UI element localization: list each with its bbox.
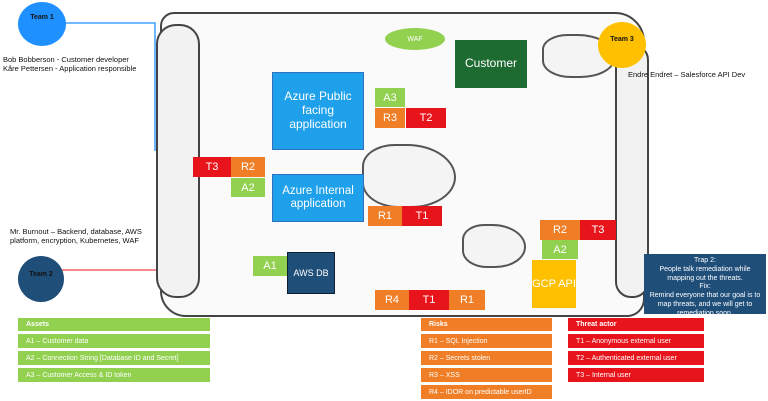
tag-label: T1 (415, 210, 429, 222)
trap-line: mapping out the threats. (667, 274, 743, 282)
gcp-api-component: GCP API (532, 260, 576, 308)
tag-a2: A2 (542, 240, 578, 259)
threats-legend-title: Threat actor (568, 318, 704, 331)
team2-member: platform, encryption, Kubernetes, WAF (10, 236, 139, 245)
assets-legend-item: A1 – Customer data (18, 334, 210, 348)
tag-r1: R1 (368, 206, 402, 226)
trap-line: remediation soon. (677, 309, 733, 317)
azure-internal-component: Azure Internal application (272, 174, 364, 222)
risks-legend-item: R1 – SQL Injection (421, 334, 552, 348)
tag-r4: R4 (375, 290, 409, 310)
tag-label: T2 (419, 112, 433, 124)
team1-members: Bob Bobberson - Customer developer Kåre … (3, 55, 183, 73)
island-shape (362, 144, 456, 208)
aws-db-component: AWS DB (287, 252, 335, 294)
island-shape (462, 224, 526, 268)
tag-t2: T2 (406, 108, 446, 128)
assets-legend-title: Assets (18, 318, 210, 331)
legend-title-label: Assets (26, 321, 49, 328)
scroll-roll-right (615, 44, 649, 298)
legend-item-label: T1 – Anonymous external user (576, 337, 671, 345)
waf-component: WAF (385, 28, 445, 50)
risks-legend-item: R4 – IDOR on predictable userID (421, 385, 552, 399)
threats-legend-item: T3 – Internal user (568, 368, 704, 382)
gcp-api-label: GCP API (532, 277, 576, 290)
tag-label: T3 (591, 224, 605, 236)
trap-line: map threats, and we will get to (657, 300, 753, 308)
tag-label: R1 (377, 210, 393, 222)
legend-title-label: Threat actor (576, 321, 617, 328)
team3-label: Team 3 (610, 36, 634, 43)
tag-a3: A3 (375, 88, 405, 107)
tag-t3: T3 (193, 157, 231, 177)
tag-t1: T1 (409, 290, 449, 310)
legend-item-label: T3 – Internal user (576, 371, 631, 379)
tag-t1: T1 (402, 206, 442, 226)
team1-label: Team 1 (30, 14, 54, 21)
legend-item-label: R3 – XSS (429, 371, 460, 379)
legend-item-label: R2 – Secrets stolen (429, 354, 491, 362)
legend-item-label: R1 – SQL Injection (429, 337, 488, 345)
tag-r2: R2 (231, 157, 265, 177)
aws-db-label: AWS DB (293, 267, 329, 278)
team1-badge: Team 1 (18, 2, 66, 46)
trap-line: People talk remediation while (659, 265, 751, 273)
tag-label: R4 (384, 294, 400, 306)
trap-note: Trap 2: People talk remediation while ma… (644, 254, 766, 317)
legend-item-label: A3 – Customer Access & ID token (26, 371, 132, 379)
tag-r1: R1 (449, 290, 485, 310)
tag-label: R3 (382, 112, 398, 124)
tag-a2: A2 (231, 178, 265, 197)
tag-label: A1 (263, 260, 277, 272)
tag-label: A3 (383, 91, 397, 104)
tag-r2: R2 (540, 220, 580, 240)
team2-badge: Team 2 (18, 256, 64, 302)
team2-label: Team 2 (29, 271, 53, 278)
team3-members: Endre Endret – Salesforce API Dev (628, 70, 763, 79)
tag-label: A2 (553, 243, 567, 256)
legend-title-label: Risks (429, 321, 448, 328)
tag-label: R2 (552, 224, 568, 236)
legend-item-label: R4 – IDOR on predictable userID (429, 388, 532, 396)
risks-legend-title: Risks (421, 318, 552, 331)
tag-a1: A1 (253, 256, 287, 276)
tag-r3: R3 (375, 108, 405, 128)
tag-label: T1 (422, 294, 436, 306)
waf-label: WAF (407, 35, 423, 43)
team3-member: Endre Endret – Salesforce API Dev (628, 70, 746, 79)
risks-legend-item: R2 – Secrets stolen (421, 351, 552, 365)
tag-label: R1 (459, 294, 475, 306)
trap-line: Remind everyone that our goal is to (649, 292, 761, 299)
threats-legend-item: T2 – Authenticated external user (568, 351, 704, 365)
team1-member: Bob Bobberson - Customer developer (3, 55, 129, 64)
legend-item-label: A1 – Customer data (26, 337, 89, 345)
trap-line: Fix: (699, 283, 711, 291)
azure-public-component: Azure Public facing application (272, 72, 364, 150)
tag-label: T3 (205, 161, 219, 173)
azure-internal-label: Azure Internal application (282, 184, 354, 210)
team2-members: Mr. Burnout – Backend, database, AWS pla… (10, 227, 185, 245)
assets-legend-item: A3 – Customer Access & ID token (18, 368, 210, 382)
threats-legend-item: T1 – Anonymous external user (568, 334, 704, 348)
legend-item-label: T2 – Authenticated external user (576, 354, 677, 362)
trap-line: Trap 2: (694, 257, 716, 264)
customer-component: Customer (455, 40, 527, 88)
team2-member: Mr. Burnout – Backend, database, AWS (10, 227, 142, 236)
assets-legend-item: A2 – Connection String [Database ID and … (18, 351, 210, 365)
tag-label: R2 (240, 161, 256, 173)
tag-t3: T3 (580, 220, 616, 240)
risks-legend-item: R3 – XSS (421, 368, 552, 382)
tag-label: A2 (241, 181, 255, 194)
team3-badge: Team 3 (598, 22, 646, 68)
azure-public-label: Azure Public facing application (284, 89, 352, 131)
legend-item-label: A2 – Connection String [Database ID and … (26, 354, 179, 362)
customer-label: Customer (464, 56, 517, 71)
team1-member: Kåre Pettersen - Application responsible (3, 64, 137, 73)
